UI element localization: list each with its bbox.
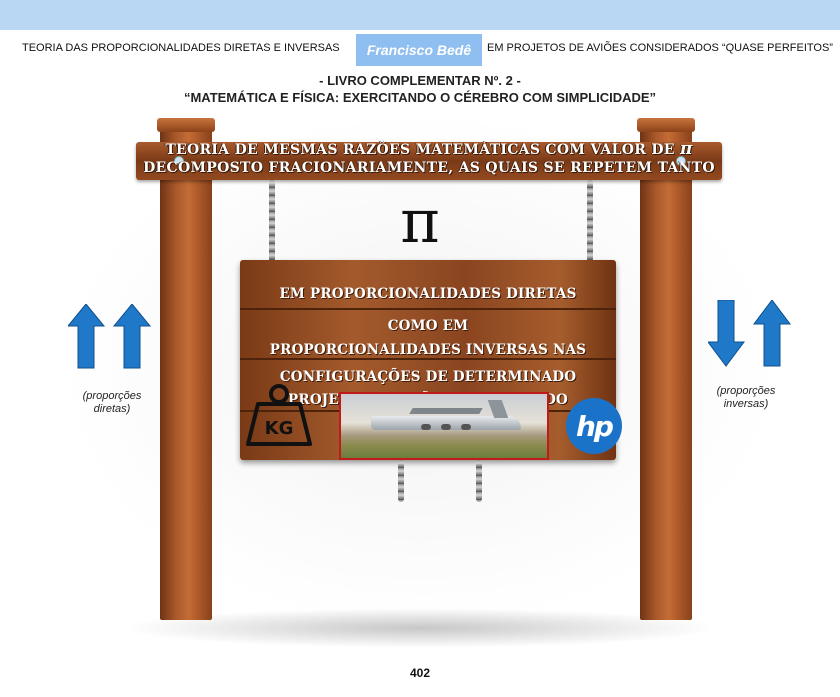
right-caption-line-1: (proporções xyxy=(716,385,776,397)
book-subtitle: - LIVRO COMPLEMENTAR Nº. 2 - “MATEMÁTICA… xyxy=(0,72,840,106)
chain-lower-left xyxy=(398,460,404,502)
left-arrows xyxy=(68,304,152,369)
page-header: TEORIA DAS PROPORCIONALIDADES DIRETAS E … xyxy=(0,30,840,66)
signpost-illustration: TEORIA DE MESMAS RAZÕES MATEMÁTICAS COM … xyxy=(0,110,840,650)
right-caption-line-2: inversas) xyxy=(723,398,769,410)
beam-line-2: DECOMPOSTO FRACIONARIAMENTE, AS QUAIS SE… xyxy=(143,160,715,176)
sign-line-2: COMO EM xyxy=(387,318,469,334)
airplane-photo xyxy=(339,392,549,460)
header-left-title: TEORIA DAS PROPORCIONALIDADES DIRETAS E … xyxy=(22,42,340,54)
airplane-wing xyxy=(409,408,483,414)
beam-pi-symbol: π xyxy=(679,139,693,159)
left-post-cap xyxy=(157,118,215,132)
weight-kg-icon: KG xyxy=(244,380,314,450)
plank-divider xyxy=(240,308,616,310)
airplane-engine xyxy=(441,424,451,430)
chain-upper-right xyxy=(587,180,593,262)
sign-line-1: EM PROPORCIONALIDADES DIRETAS xyxy=(279,286,577,302)
airplane-engine xyxy=(461,424,471,430)
author-badge: Francisco Bedê xyxy=(356,34,482,66)
arrow-up-icon xyxy=(68,304,106,369)
ground-shadow xyxy=(120,608,720,648)
beam-line-1: TEORIA DE MESMAS RAZÕES MATEMÁTICAS COM … xyxy=(165,142,675,158)
plank-divider xyxy=(240,358,616,360)
left-caption-line-2: diretas) xyxy=(93,403,131,415)
top-beam xyxy=(136,142,722,180)
sign-line-3: PROPORCIONALIDADES INVERSAS NAS xyxy=(269,342,587,358)
right-arrows xyxy=(708,300,791,367)
weight-kg-label: KG xyxy=(265,418,294,439)
hp-logo-icon: hp xyxy=(566,398,622,454)
right-post-cap xyxy=(637,118,695,132)
left-caption-line-1: (proporções xyxy=(82,390,142,402)
arrow-down-icon xyxy=(708,300,745,367)
page-number: 402 xyxy=(409,666,431,680)
airplane-fuselage xyxy=(371,416,521,430)
right-caption: (proporções inversas) xyxy=(700,385,792,411)
chain-upper-left xyxy=(269,180,275,262)
top-color-bar xyxy=(0,0,840,30)
right-post xyxy=(640,120,692,620)
beam-text: TEORIA DE MESMAS RAZÕES MATEMÁTICAS COM … xyxy=(136,140,722,177)
arrow-up-icon xyxy=(112,304,152,369)
arrow-up-icon xyxy=(753,300,791,367)
book-volume-line: - LIVRO COMPLEMENTAR Nº. 2 - xyxy=(319,73,521,88)
beam-nail-left xyxy=(174,156,184,166)
left-caption: (proporções diretas) xyxy=(66,390,158,416)
sign-line-4: CONFIGURAÇÕES DE DETERMINADO xyxy=(279,369,577,385)
beam-nail-right xyxy=(676,156,686,166)
pi-symbol: π xyxy=(400,187,440,257)
chain-lower-right xyxy=(476,460,482,502)
book-title-line: “MATEMÁTICA E FÍSICA: EXERCITANDO O CÉRE… xyxy=(183,90,657,105)
left-post xyxy=(160,120,212,620)
header-right-title: EM PROJETOS DE AVIÕES CONSIDERADOS “QUAS… xyxy=(487,42,833,54)
airplane-engine xyxy=(421,424,431,430)
